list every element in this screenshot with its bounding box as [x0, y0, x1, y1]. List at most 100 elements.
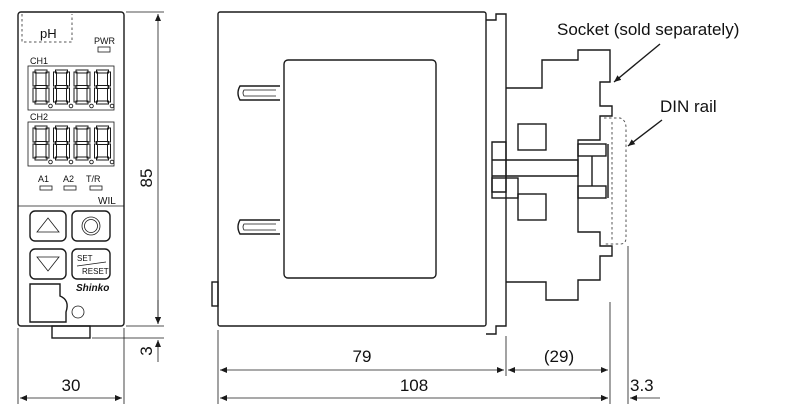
- mode-key[interactable]: [71, 210, 111, 242]
- display-segment: [96, 156, 109, 161]
- display-segment: [53, 127, 57, 143]
- body-outline: [217, 11, 487, 327]
- display-segment: [96, 100, 109, 105]
- mode-inner-ring: [84, 219, 98, 233]
- display-segment: [55, 69, 68, 74]
- depth-extension-lines: [217, 246, 629, 404]
- plug-pin: [492, 159, 579, 177]
- display-segment: [96, 141, 109, 145]
- decimal-point: [89, 159, 94, 165]
- display-segment: [55, 141, 68, 145]
- set-label: SET: [77, 254, 93, 263]
- display-segment: [107, 127, 111, 143]
- display-segment: [96, 69, 109, 74]
- display-segment: [86, 87, 91, 103]
- display-segment: [34, 125, 48, 130]
- decimal-point: [48, 159, 53, 165]
- display-segment: [75, 156, 89, 161]
- up-key[interactable]: [29, 210, 67, 242]
- socket-depth-dim-value: (29): [544, 347, 574, 366]
- display-segment: [75, 85, 89, 89]
- ch1-label: CH1: [30, 56, 48, 66]
- display-segment: [66, 87, 70, 103]
- display-segment: [73, 71, 78, 87]
- plug-latch: [491, 177, 519, 199]
- display-segment: [53, 71, 57, 87]
- display-segment: [55, 125, 68, 130]
- side-view: [211, 11, 627, 335]
- label-area-outline: [21, 14, 73, 43]
- display-segment: [53, 87, 57, 103]
- ch1-display: [27, 65, 115, 111]
- reset-label: RESET: [82, 267, 109, 276]
- height-extension-lines: [92, 11, 164, 339]
- display-segment: [96, 85, 109, 89]
- protrusion-dim-value: 3: [137, 346, 156, 355]
- display-segment: [94, 143, 98, 159]
- display-segment: [73, 143, 78, 159]
- front-width-dim-value: 30: [62, 376, 81, 395]
- socket-lower-contact: [517, 193, 547, 221]
- socket-outline: [506, 49, 613, 301]
- lower-clip-inner: [242, 223, 276, 231]
- set-reset-divider: [76, 261, 107, 267]
- display-segment: [107, 143, 111, 159]
- socket-leader: [613, 43, 661, 83]
- height-dim-value: 85: [137, 169, 156, 188]
- display-segment: [34, 100, 48, 105]
- decimal-point: [109, 159, 115, 165]
- down-arrow-icon: [36, 256, 60, 272]
- display-segment: [107, 87, 111, 103]
- ch1-digits: [32, 69, 115, 109]
- pwr-led: [97, 46, 111, 53]
- tr-led: [89, 185, 103, 191]
- display-segment: [34, 141, 48, 145]
- down-key[interactable]: [29, 248, 67, 280]
- up-arrow-icon: [36, 217, 60, 233]
- display-segment: [107, 71, 111, 87]
- display-segment: [32, 143, 37, 159]
- decimal-point: [109, 103, 115, 109]
- display-segment: [53, 143, 57, 159]
- din-rail-leader: [627, 119, 663, 147]
- terminal-top: [577, 143, 607, 157]
- set-reset-key[interactable]: [71, 248, 111, 280]
- decimal-point: [68, 159, 74, 165]
- display-segment: [73, 127, 78, 143]
- decimal-point: [48, 103, 53, 109]
- ch2-digits: [32, 125, 115, 165]
- display-segment: [86, 71, 91, 87]
- a1-led: [39, 185, 53, 191]
- a1-label: A1: [38, 174, 49, 184]
- callouts: Socket (sold separately) DIN rail: [557, 20, 739, 147]
- decimal-point: [89, 103, 94, 109]
- ch2-display: [27, 121, 115, 167]
- socket-callout: Socket (sold separately): [557, 20, 739, 39]
- display-segment: [94, 127, 98, 143]
- display-segment: [75, 100, 89, 105]
- terminal-cover: [29, 283, 68, 323]
- display-segment: [66, 71, 70, 87]
- display-segment: [73, 87, 78, 103]
- display-segment: [45, 87, 50, 103]
- front-view: pH PWR CH1 CH2 A1 A2 T/R WIL SET RESET S…: [17, 11, 125, 339]
- display-segment: [55, 85, 68, 89]
- rear-flange: [486, 13, 507, 335]
- side-label-recess: [283, 59, 437, 279]
- socket-upper-contact: [517, 123, 547, 151]
- display-segment: [75, 125, 89, 130]
- display-segment: [45, 143, 50, 159]
- display-segment: [32, 127, 37, 143]
- ch2-label: CH2: [30, 112, 48, 122]
- pwr-label: PWR: [94, 36, 115, 46]
- lower-clip: [237, 219, 280, 235]
- body-depth-dim-value: 79: [353, 347, 372, 366]
- decimal-point: [68, 103, 74, 109]
- upper-clip-inner: [242, 89, 276, 97]
- display-segment: [55, 100, 68, 105]
- terminal-bottom: [577, 185, 607, 199]
- mode-circle-icon: [81, 216, 101, 236]
- din-rail-callout: DIN rail: [660, 97, 717, 116]
